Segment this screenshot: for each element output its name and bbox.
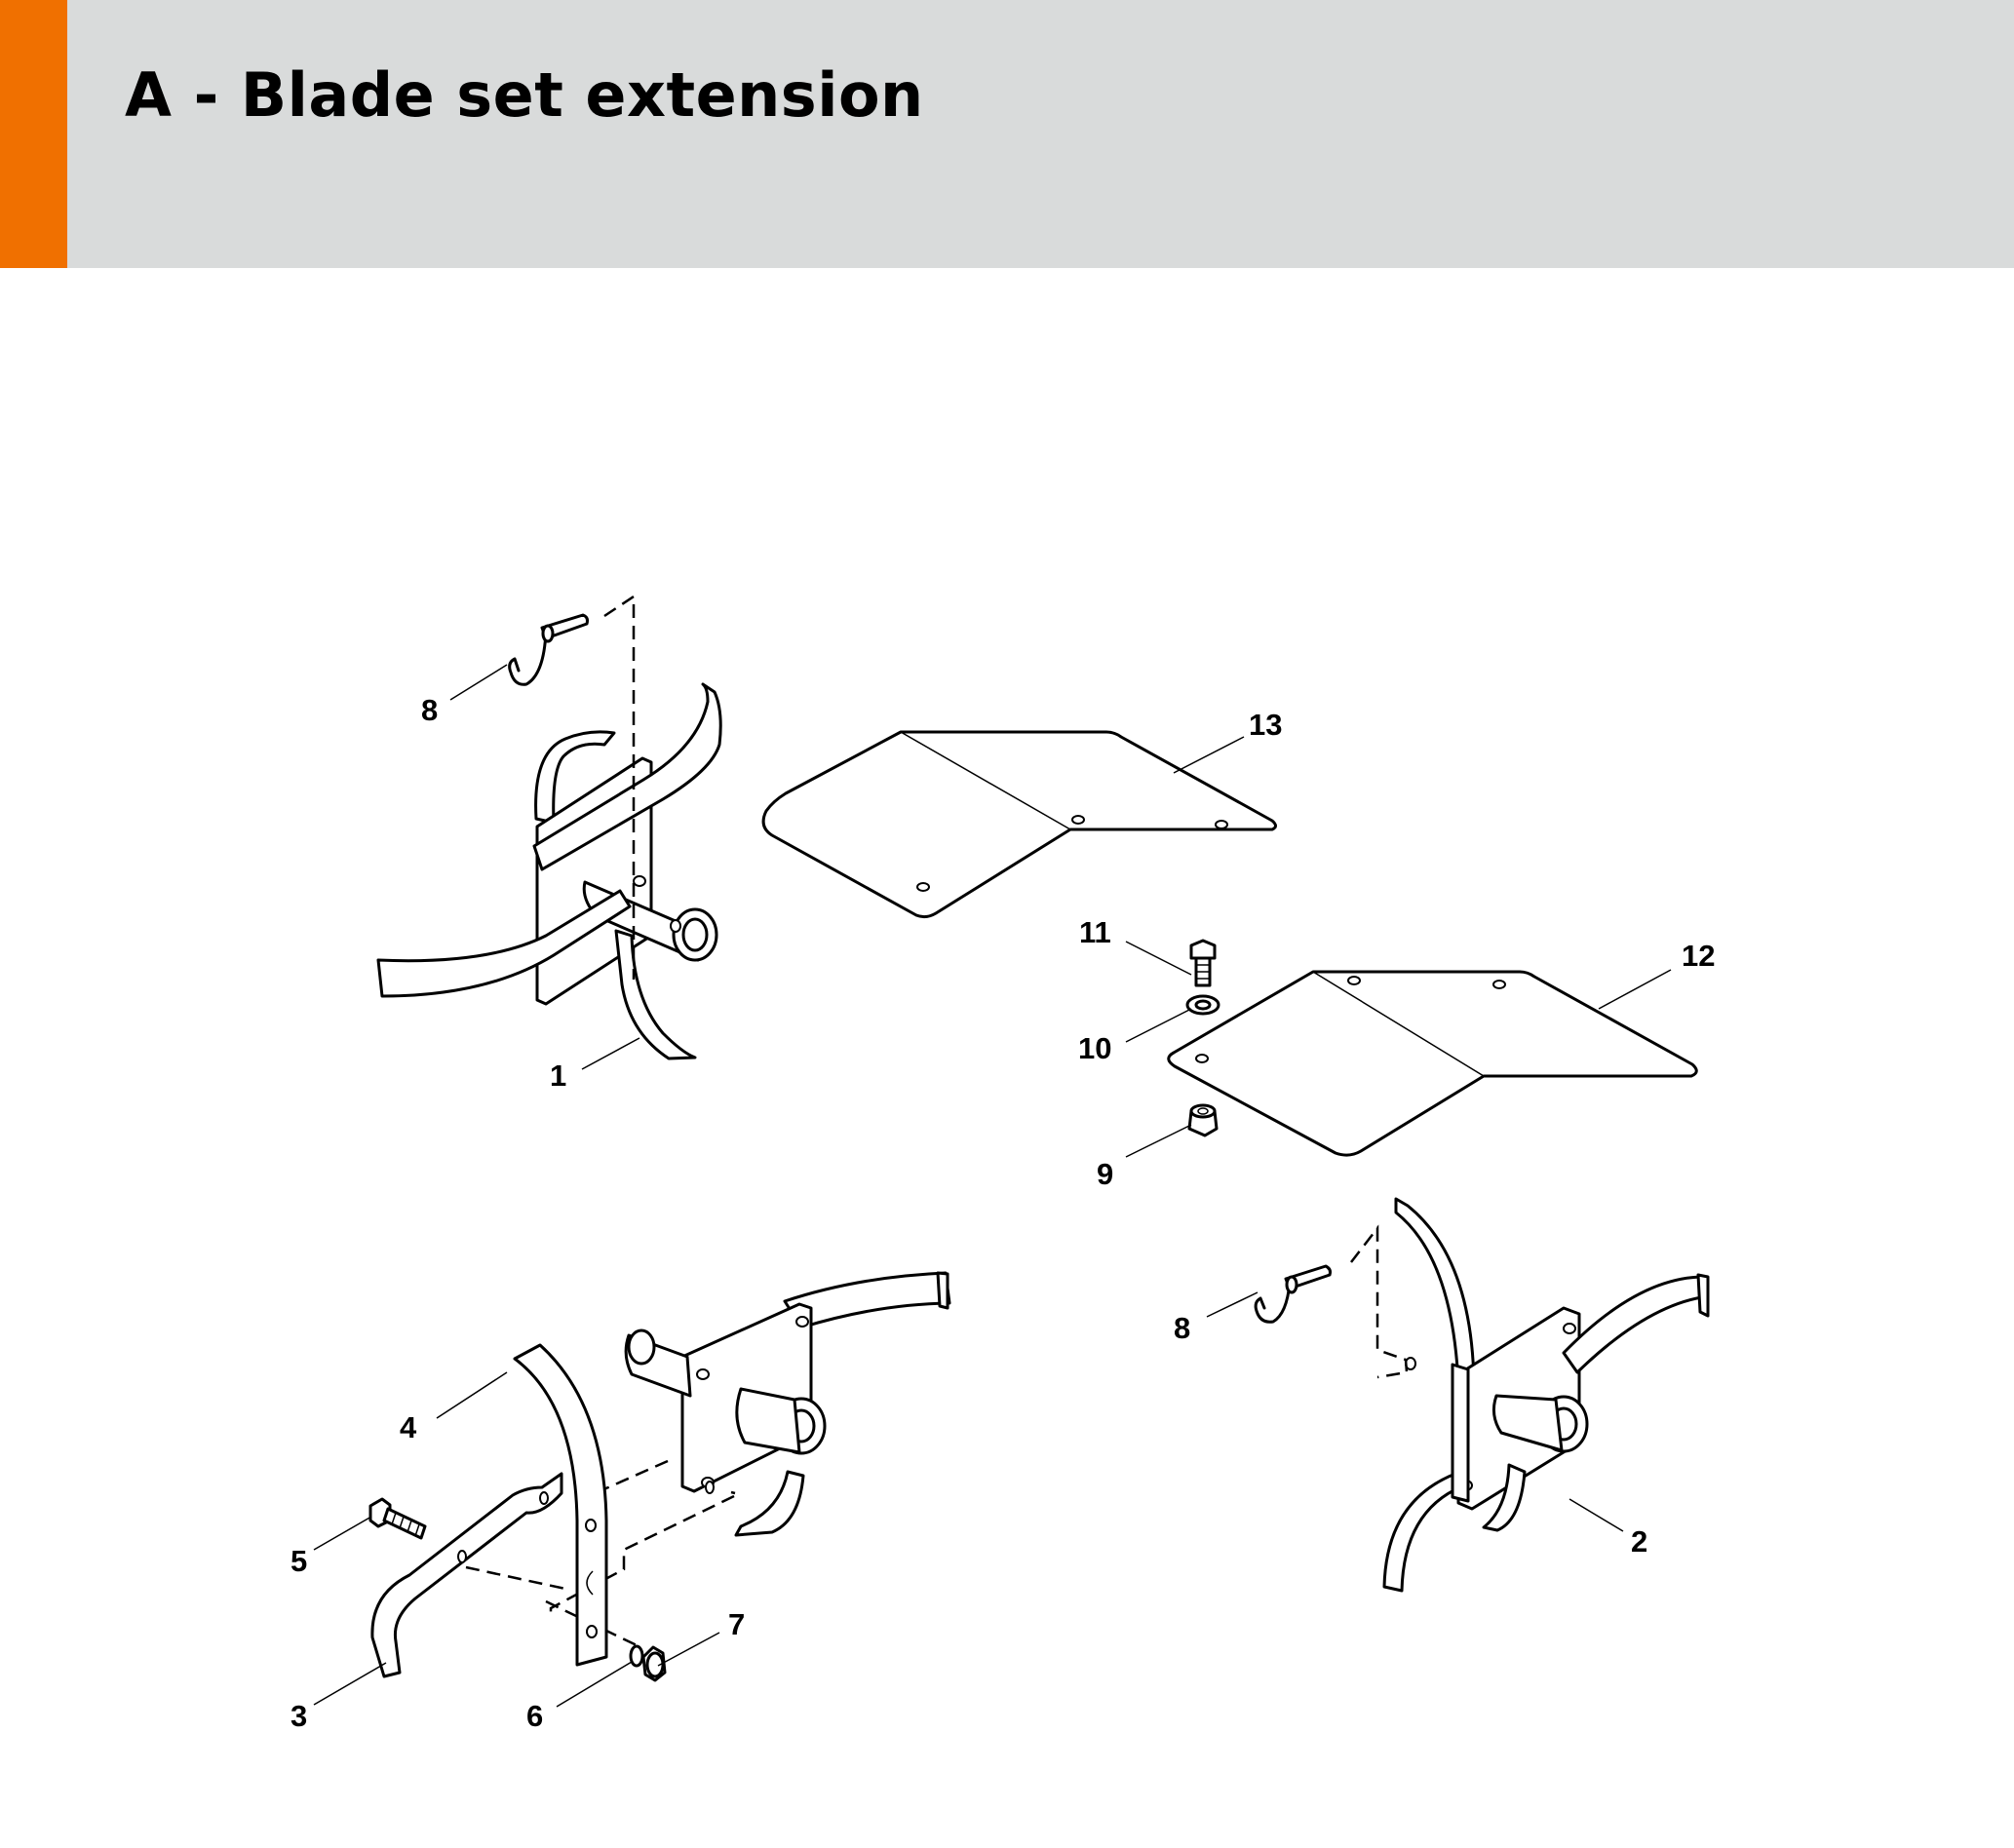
leader-lines xyxy=(313,664,1672,1708)
blade-assembly-2 xyxy=(1382,1197,1710,1593)
callout-11: 11 xyxy=(1079,915,1111,949)
callout-1: 1 xyxy=(550,1059,566,1093)
callout-6: 6 xyxy=(526,1699,543,1733)
blade-3 xyxy=(370,1472,563,1678)
page-title: A - Blade set extension xyxy=(125,59,924,131)
callout-9: 9 xyxy=(1097,1157,1113,1191)
callout-8-upper: 8 xyxy=(421,693,438,727)
callout-13: 13 xyxy=(1249,708,1282,742)
header-accent-bar xyxy=(0,0,67,268)
clip-pin-8-upper xyxy=(508,613,589,686)
bolt-5 xyxy=(368,1497,427,1540)
cover-plate-12 xyxy=(1167,970,1698,1157)
callout-12: 12 xyxy=(1682,939,1715,973)
bolt-11 xyxy=(1189,939,1217,987)
callout-3: 3 xyxy=(290,1699,307,1733)
blade-assembly-1 xyxy=(376,682,722,1060)
cover-plate-13 xyxy=(761,730,1277,919)
page-header: A - Blade set extension xyxy=(0,0,2014,268)
washer-10 xyxy=(1185,994,1220,1016)
lock-washer-6 xyxy=(629,1644,644,1668)
callout-8-lower: 8 xyxy=(1174,1311,1190,1345)
blade-hub-lower-left xyxy=(624,1271,951,1537)
callout-4: 4 xyxy=(400,1410,417,1444)
callout-2: 2 xyxy=(1631,1524,1647,1559)
clip-pin-8-lower xyxy=(1254,1264,1332,1324)
callout-5: 5 xyxy=(290,1544,307,1578)
nut-9 xyxy=(1187,1103,1219,1137)
blade-4 xyxy=(513,1343,608,1667)
callout-7: 7 xyxy=(728,1607,745,1641)
callout-10: 10 xyxy=(1078,1031,1111,1065)
nut-7 xyxy=(641,1645,667,1682)
